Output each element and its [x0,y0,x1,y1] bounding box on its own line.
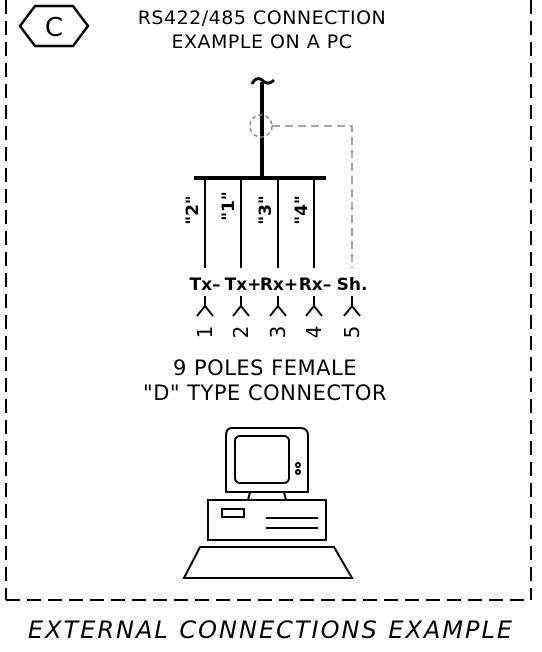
wire-lines [204,178,315,268]
signal-shield: Sh. [337,275,368,295]
header-line1: RS422/485 CONNECTION [138,7,387,29]
signal-tx-plus: Tx+ [225,275,262,295]
pin-number-4: 4 [302,326,326,339]
desktop-computer-icon [182,427,354,579]
signal-rx-minus: Rx– [299,275,332,295]
wire-label-2: "1" [219,191,239,221]
dashed-frame [5,0,532,601]
pin-number-1: 1 [193,326,217,339]
connector-line2: "D" TYPE CONNECTOR [143,381,387,405]
signal-tx-minus: Tx– [189,275,220,295]
wire-fork-icons [196,296,361,317]
wire-label-3: "3" [256,195,276,225]
connector-line1: 9 POLES FEMALE [173,356,357,380]
hexagon-badge-icon: C [18,4,90,48]
cable-end-icon [250,77,276,85]
shield-dashed-lead [272,125,353,268]
wire-label-1: "2" [183,195,203,225]
pin-number-3: 3 [266,326,290,339]
wire-label-4: "4" [292,195,312,225]
badge-letter: C [45,13,63,43]
pin-number-2: 2 [229,326,253,339]
header-line2: EXAMPLE ON A PC [172,31,353,53]
footer-caption: EXTERNAL CONNECTIONS EXAMPLE [28,616,514,644]
signal-rx-plus: Rx+ [260,275,298,295]
pin-number-5: 5 [340,326,364,339]
